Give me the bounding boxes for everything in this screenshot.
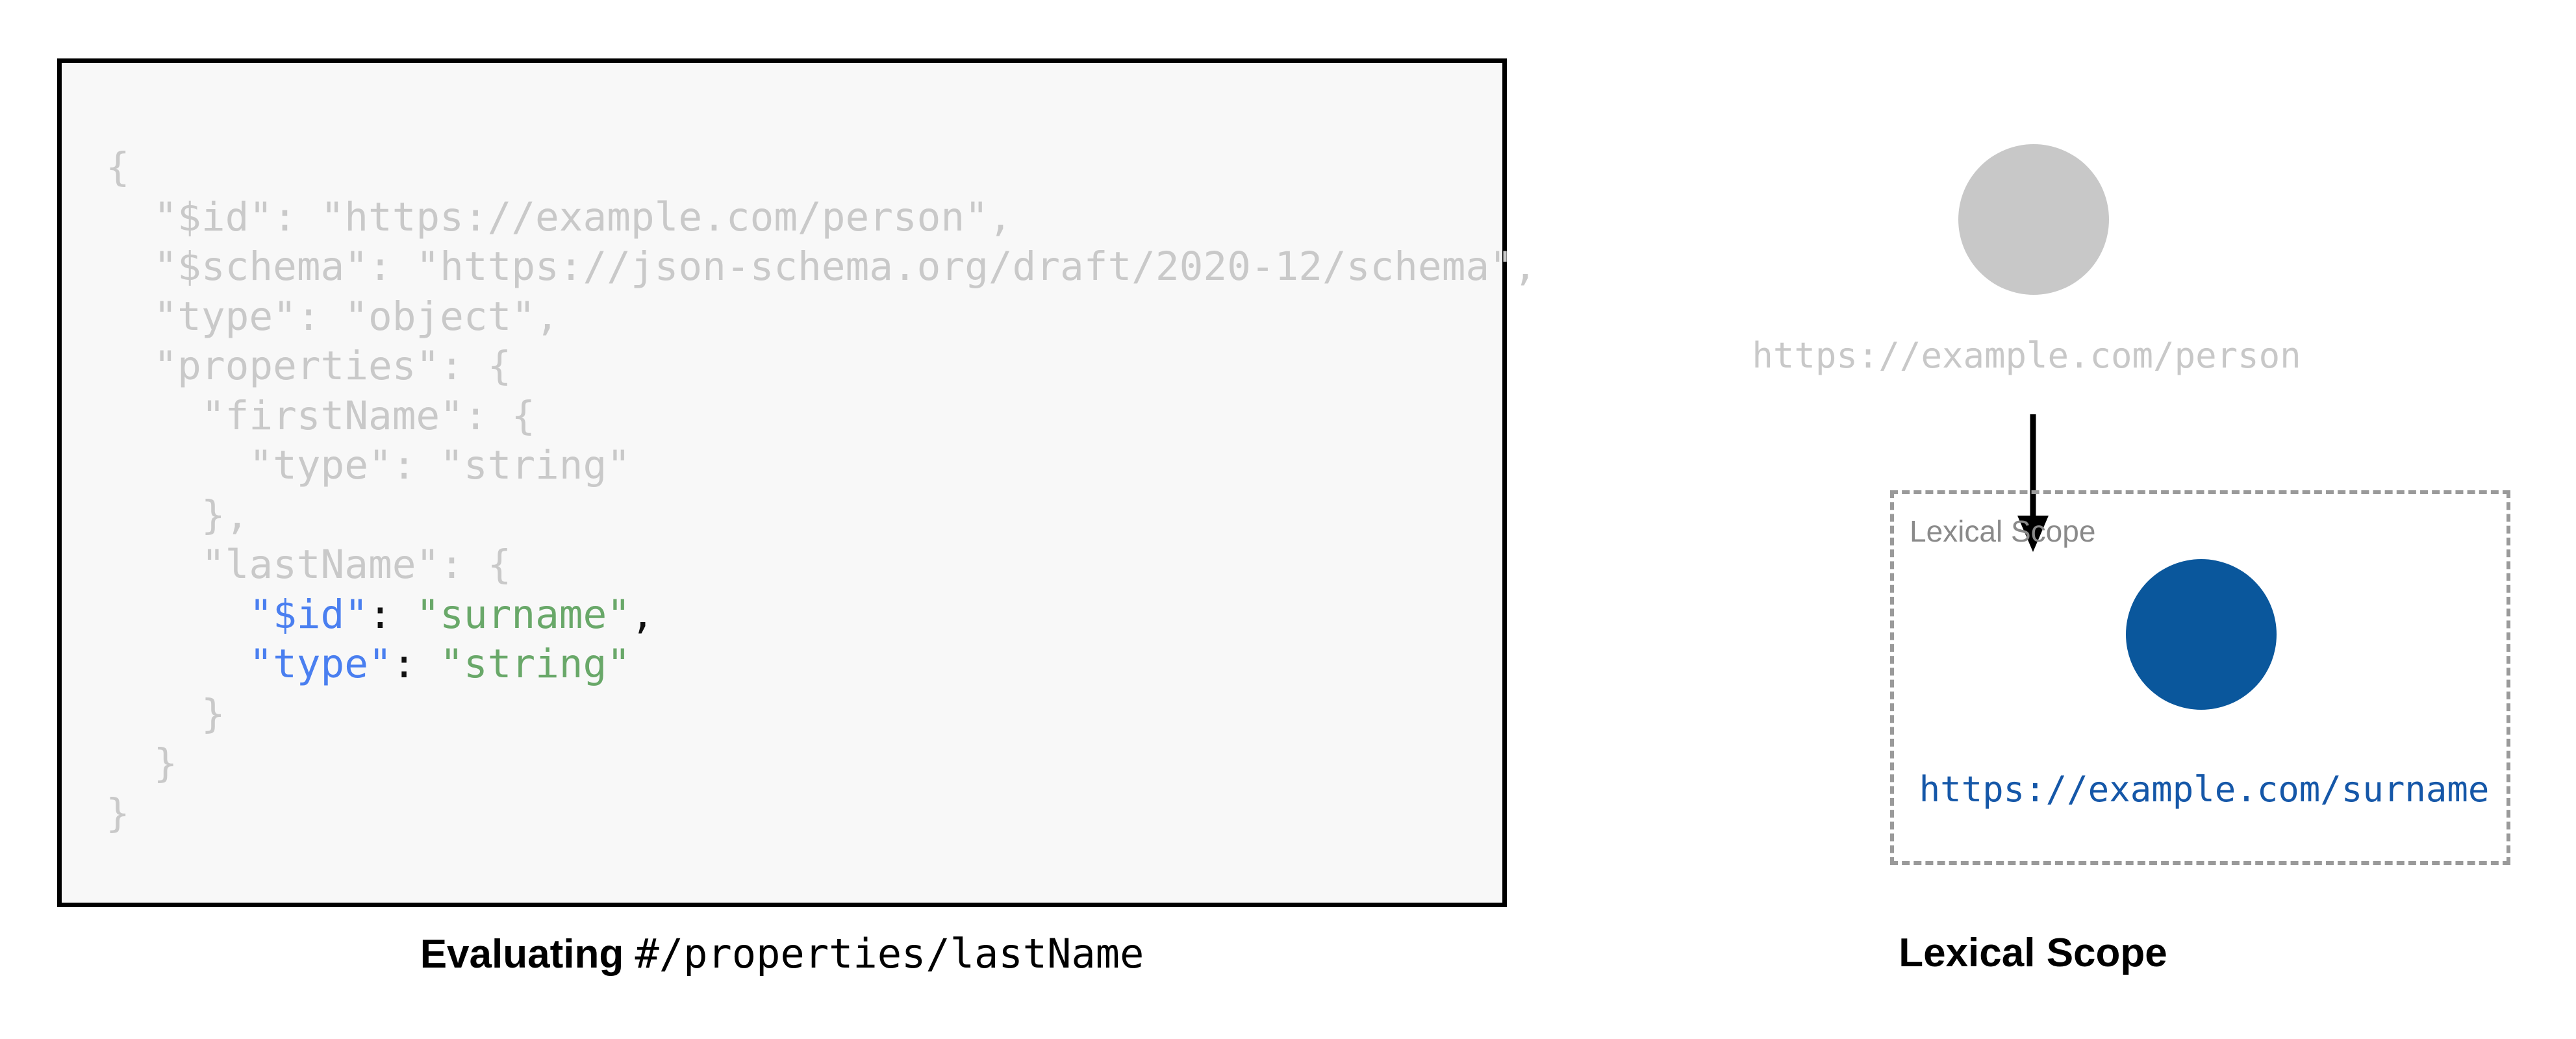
code-line: "type": "string" [106, 641, 631, 687]
code-line: } [106, 790, 130, 836]
lexical-scope-box: Lexical Scope https://example.com/surnam… [1890, 490, 2510, 865]
code-indent [106, 294, 153, 340]
code-line: { [106, 144, 130, 190]
code-indent [106, 641, 249, 687]
code-token-key: "$id" [249, 591, 368, 638]
caption-evaluating-label: Evaluating [420, 932, 624, 977]
code-line: "properties": { [106, 343, 511, 389]
lexical-scope-label: Lexical Scope [1910, 514, 2096, 548]
code-token-dim: }, [201, 492, 249, 538]
code-line: } [106, 691, 225, 737]
code-indent [106, 691, 201, 737]
code-indent [106, 393, 201, 439]
code-panel-caption: Evaluating #/properties/lastName [57, 930, 1507, 977]
code-token-punct: : [392, 641, 440, 687]
code-card: { "$id": "https://example.com/person", "… [57, 58, 1537, 907]
code-indent [106, 492, 201, 538]
code-token-dim: "$id": "https://example.com/person", [153, 194, 1013, 240]
scope-arrow-icon [2017, 414, 2049, 552]
root-node-circle[interactable] [1958, 144, 2109, 295]
code-token-dim: } [201, 690, 225, 737]
code-token-dim: "$schema": "https://json-schema.org/draf… [153, 244, 1537, 290]
json-code-block[interactable]: { "$id": "https://example.com/person", "… [106, 143, 1537, 838]
code-line: "$id": "surname", [106, 591, 655, 638]
code-indent [106, 592, 249, 638]
code-token-dim: "properties": { [153, 343, 512, 389]
code-line: "type": "object", [106, 294, 559, 340]
code-token-string: "string" [440, 641, 631, 687]
code-token-dim: "lastName": { [201, 542, 512, 588]
code-indent [106, 442, 249, 488]
scoped-node-circle[interactable] [2126, 559, 2277, 710]
diagram-panel: https://example.com/person Lexical Scope… [1565, 0, 2576, 1039]
code-indent [106, 244, 153, 290]
scoped-node-url-label: https://example.com/surname [1919, 769, 2490, 810]
code-line: "lastName": { [106, 542, 511, 588]
code-line: "$id": "https://example.com/person", [106, 194, 1013, 240]
code-token-dim: } [106, 790, 130, 836]
code-token-dim: "type": "object", [153, 293, 559, 340]
code-token-dim: } [153, 740, 178, 786]
code-line: "firstName": { [106, 393, 535, 439]
code-token-key: "type" [249, 641, 392, 687]
root-node-url-label: https://example.com/person [1752, 335, 2301, 376]
code-token-dim: "type": "string" [249, 442, 631, 488]
code-panel: { "$id": "https://example.com/person", "… [57, 58, 1537, 977]
code-indent [106, 542, 201, 588]
code-token-punct: : [368, 591, 416, 638]
caption-json-pointer: #/properties/lastName [635, 930, 1144, 977]
code-line: } [106, 740, 177, 786]
diagram-panel-caption: Lexical Scope [1899, 931, 2167, 975]
code-line: "type": "string" [106, 442, 631, 488]
code-token-dim: "firstName": { [201, 392, 536, 439]
code-token-punct: , [630, 591, 655, 638]
code-indent [106, 343, 153, 389]
code-indent [106, 194, 153, 240]
code-token-string: "surname" [416, 591, 631, 638]
code-line: "$schema": "https://json-schema.org/draf… [106, 244, 1537, 290]
code-line: }, [106, 492, 249, 538]
code-token-dim: { [106, 144, 130, 190]
code-indent [106, 740, 153, 786]
